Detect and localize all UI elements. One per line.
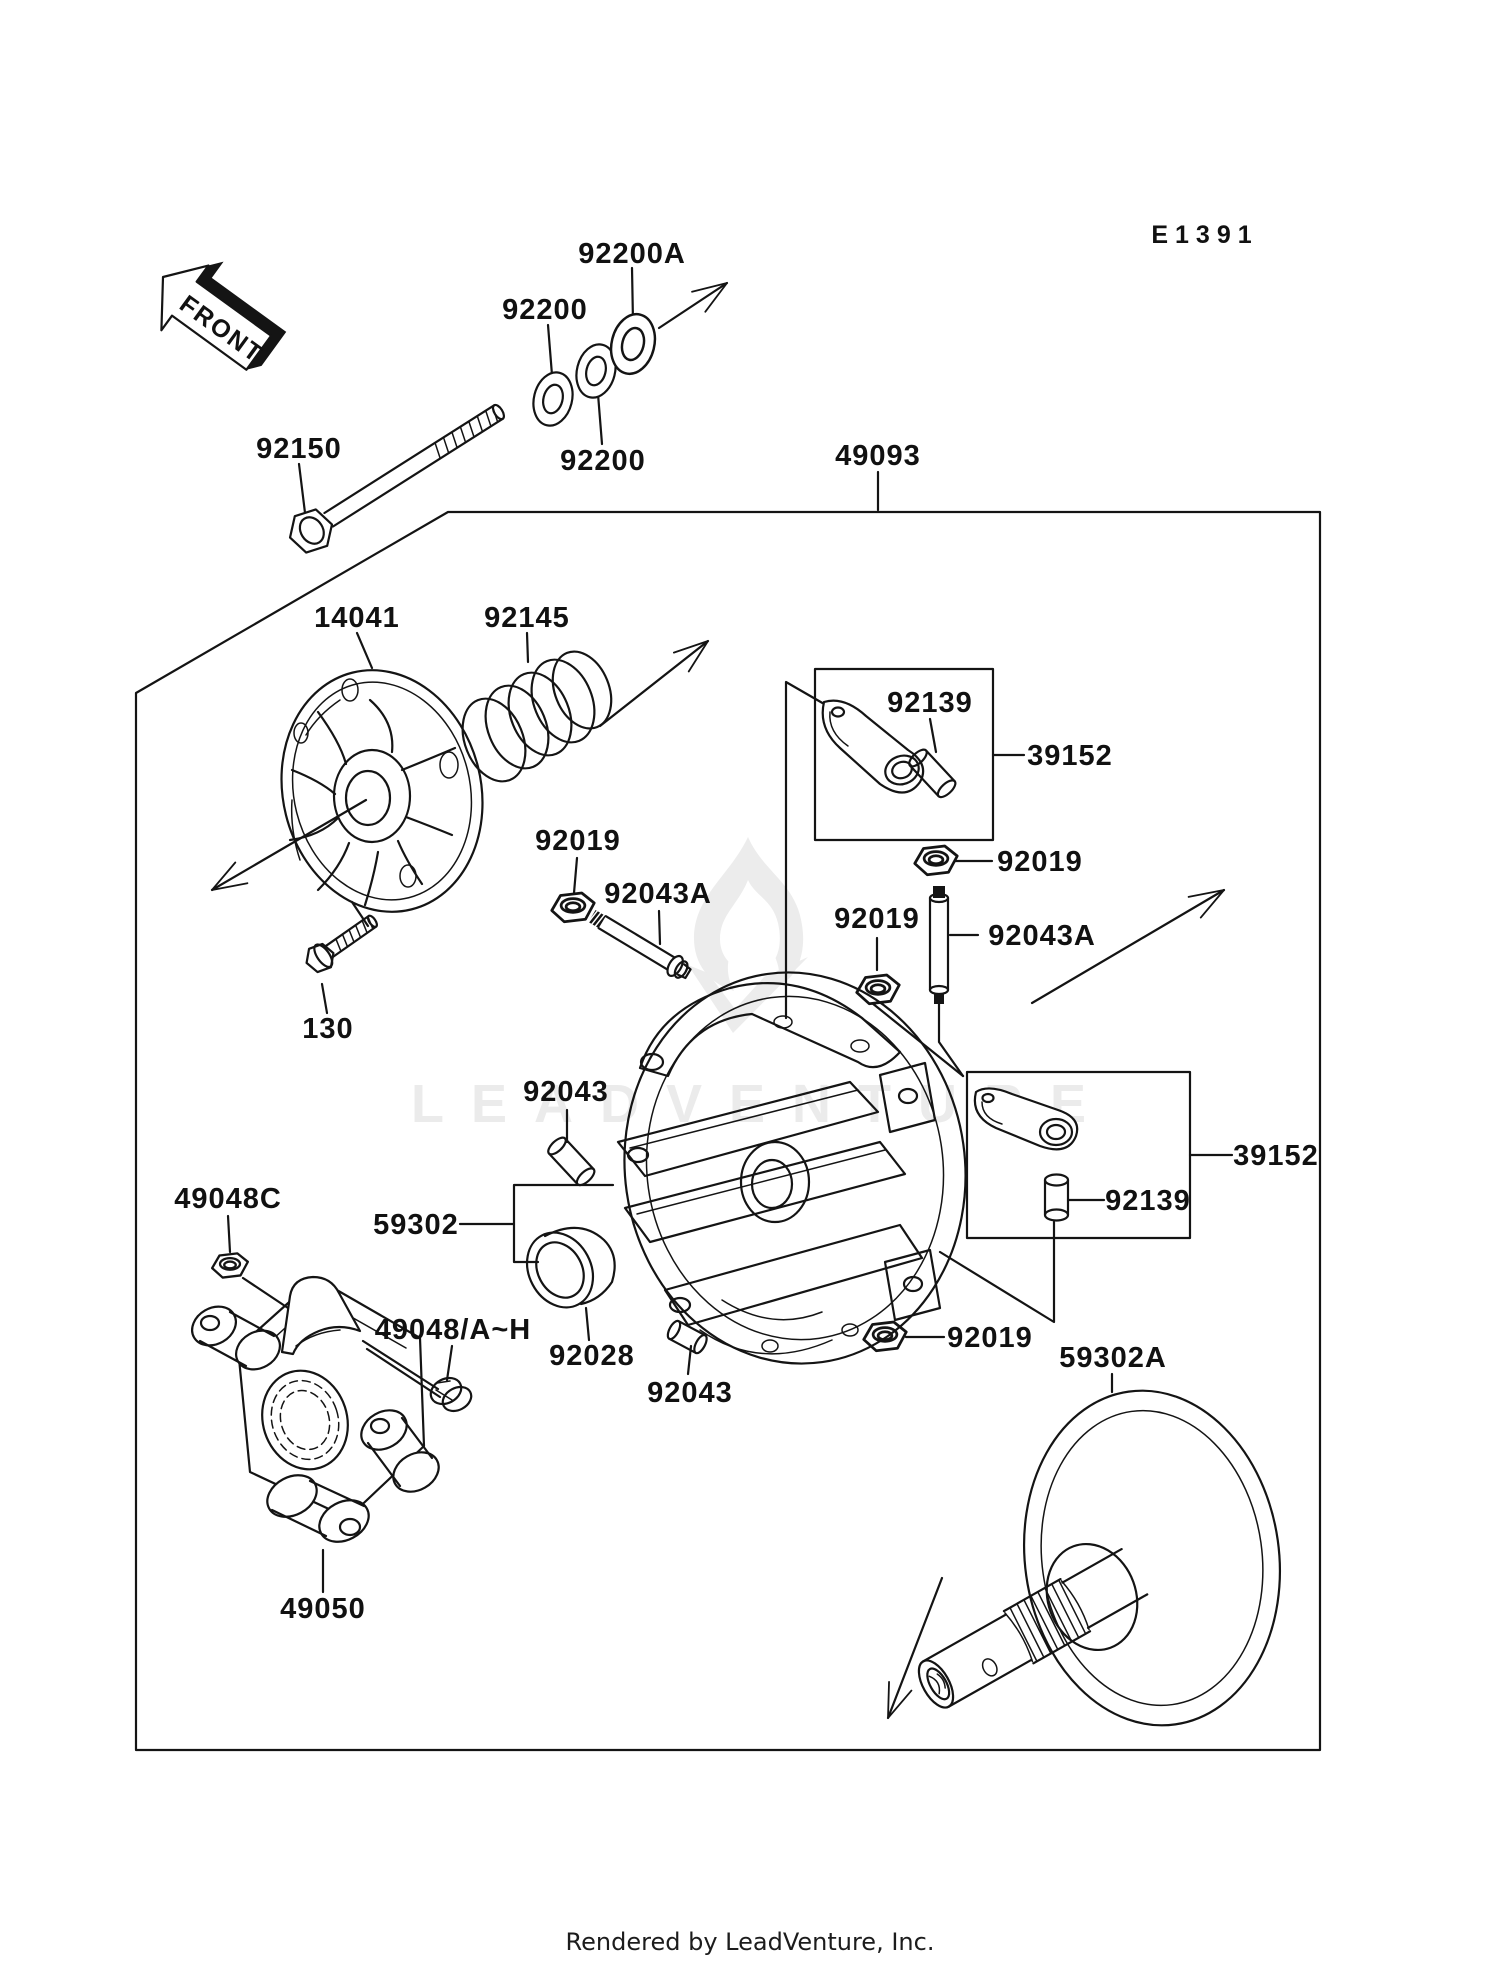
- part-label-92043-lower: 92043: [647, 1377, 733, 1409]
- nut-92019-left: [550, 891, 596, 924]
- front-direction-arrow: FRONT: [160, 261, 287, 371]
- part-label-92019-left: 92019: [535, 825, 621, 857]
- part-label-49048C: 49048C: [174, 1183, 282, 1215]
- part-label-92043A-left: 92043A: [604, 878, 712, 910]
- weight-pin-92139-box2: [1043, 1173, 1070, 1222]
- bolt-92150: [288, 403, 505, 554]
- axis-arrow-bottom-right: [886, 1576, 944, 1720]
- part-label-92043A-right: 92043A: [988, 920, 1096, 952]
- drive-plate-14041: [280, 669, 484, 913]
- part-label-39152-box1: 39152: [1027, 740, 1113, 772]
- part-label-92028: 92028: [549, 1340, 635, 1372]
- movable-sheave-housing: [616, 971, 967, 1365]
- axis-arrow-upper-right: [598, 639, 710, 728]
- weight-pin-92139-box1: [908, 748, 957, 799]
- weight-arm-box2: [973, 1087, 1079, 1151]
- part-label-92019-mid: 92019: [834, 903, 920, 935]
- watermark-text: LEADVENTURE: [411, 1074, 1113, 1134]
- axis-arrow-lower-left: [210, 798, 368, 892]
- part-label-59302: 59302: [373, 1209, 459, 1241]
- assembly-outline-box: [134, 510, 1322, 1752]
- footer-credit: Rendered by LeadVenture, Inc.: [566, 1928, 935, 1956]
- spring-92145: [461, 650, 613, 783]
- nut-49048C: [210, 1252, 250, 1279]
- part-label-49048AH: 49048/A~H: [375, 1314, 532, 1346]
- part-label-59302A: 59302A: [1059, 1342, 1167, 1374]
- diagram-code: E1391: [1151, 221, 1258, 249]
- stud-92043A-right: [928, 886, 950, 1004]
- leadventure-watermark-logo: LEADVENTURE: [411, 837, 1113, 1134]
- nut-92019-right: [913, 844, 959, 877]
- pin-92043-lower: [666, 1319, 708, 1355]
- pin-92043-upper: [547, 1136, 596, 1187]
- axis-arrow-mid-right: [1030, 888, 1226, 1005]
- part-label-92139-box1: 92139: [887, 687, 973, 719]
- part-label-92139-box2: 92139: [1105, 1185, 1191, 1217]
- washer-92200-1: [526, 367, 580, 431]
- part-label-49050: 49050: [280, 1593, 366, 1625]
- part-label-130: 130: [302, 1013, 353, 1045]
- part-label-92200-top: 92200: [502, 294, 588, 326]
- fixed-sheave-59302A: [917, 1389, 1282, 1727]
- part-label-92019-right: 92019: [997, 846, 1083, 878]
- part-label-39152-box2: 39152: [1233, 1140, 1319, 1172]
- coupling-49050: [191, 1275, 440, 1543]
- nut-92019-mid: [855, 973, 901, 1006]
- part-labels: 92200A 92200 92200 92150 49093 E1391 140…: [174, 221, 1319, 1625]
- plug-49048: [429, 1376, 473, 1413]
- bolt-130: [305, 914, 378, 974]
- part-label-92019-bottom: 92019: [947, 1322, 1033, 1354]
- part-label-49093: 49093: [835, 440, 921, 472]
- part-label-92200-low: 92200: [560, 445, 646, 477]
- bushing-92028: [525, 1226, 616, 1309]
- part-label-14041: 14041: [314, 602, 400, 634]
- axis-arrow-top: [657, 281, 729, 330]
- part-label-92150: 92150: [256, 433, 342, 465]
- weight-arm-box1: [821, 699, 925, 794]
- stud-92043A-left: [587, 909, 692, 980]
- part-label-92043-upper: 92043: [523, 1076, 609, 1108]
- part-label-92200A: 92200A: [578, 238, 686, 270]
- part-label-92145: 92145: [484, 602, 570, 634]
